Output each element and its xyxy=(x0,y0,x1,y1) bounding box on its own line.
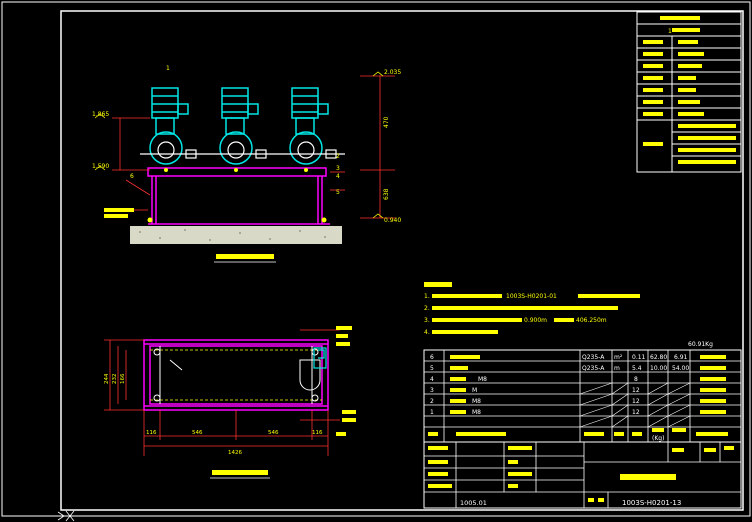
svg-text:12: 12 xyxy=(632,387,640,394)
svg-text:5: 5 xyxy=(430,365,434,372)
bom-row: 4 M8 8 xyxy=(430,376,726,383)
level-bottom: 0.940 xyxy=(384,217,401,224)
svg-text:m²: m² xyxy=(614,354,623,361)
bom-header-unit: (Kg) xyxy=(652,435,664,442)
title-drawing-number: 1003S-H0201-13 xyxy=(622,499,681,507)
svg-text:4.: 4. xyxy=(424,329,430,336)
valve-icon xyxy=(185,149,197,159)
svg-text:54.00: 54.00 xyxy=(672,365,689,372)
bom-row: 6 Q235-A m² 0.11 62.80 6.91 xyxy=(430,354,726,361)
svg-text:2.: 2. xyxy=(424,305,430,312)
spec-table: 1 xyxy=(636,11,742,173)
plan-dim-bottom-right: 116 xyxy=(312,430,323,436)
drawing-border xyxy=(60,10,744,511)
svg-text:62.80: 62.80 xyxy=(650,354,667,361)
plan-dim-bottom-total: 1426 xyxy=(228,450,242,456)
svg-text:M8: M8 xyxy=(472,398,481,405)
spec-table-header-number: 1 xyxy=(668,28,672,35)
svg-text:1.: 1. xyxy=(424,293,430,300)
notes-block: 1. 1003S-H0201-01 2. 3. 0.900m 406.250m … xyxy=(424,282,640,336)
title-block: 1005.01 1003S-H0201-13 xyxy=(423,441,742,509)
svg-text:M8: M8 xyxy=(472,409,481,416)
svg-text:6.91: 6.91 xyxy=(674,354,688,361)
valve-icon xyxy=(255,149,267,159)
plan-dim-left-3: 166 xyxy=(120,373,126,384)
plan-view: 116 546 546 116 1426 244 232 166 xyxy=(104,326,356,479)
ucs-icon xyxy=(40,510,75,522)
front-view-title xyxy=(216,254,274,259)
svg-text:4: 4 xyxy=(336,173,340,180)
svg-text:406.250m: 406.250m xyxy=(576,317,607,324)
bill-of-materials: 60.91Kg xyxy=(423,341,742,443)
plan-dim-bottom-mid-1: 546 xyxy=(192,430,203,436)
plan-dim-bottom-left: 116 xyxy=(146,430,157,436)
pump-motor-icon xyxy=(289,87,329,165)
drawing-title xyxy=(620,474,676,480)
concrete-pad xyxy=(130,226,342,244)
svg-text:1: 1 xyxy=(166,65,170,72)
level-top: 2.035 xyxy=(384,69,401,76)
svg-text:5: 5 xyxy=(336,189,340,196)
left-code: 1005.01 xyxy=(460,499,487,507)
svg-text:1: 1 xyxy=(430,409,434,416)
svg-text:4: 4 xyxy=(430,376,434,383)
plan-dim-left-1: 244 xyxy=(104,373,110,384)
svg-text:Q235-A: Q235-A xyxy=(582,354,605,361)
level-left-2: 1.590 xyxy=(92,163,109,170)
dim-right-1: 470 xyxy=(383,116,390,128)
svg-text:m: m xyxy=(614,365,620,372)
bom-row: 2 M8 12 xyxy=(430,398,726,405)
bom-total-weight: 60.91Kg xyxy=(688,341,713,348)
svg-text:8: 8 xyxy=(634,376,638,383)
svg-text:12: 12 xyxy=(632,409,640,416)
plan-view-title xyxy=(212,470,268,475)
svg-text:5.4: 5.4 xyxy=(632,365,642,372)
plan-dim-bottom-mid-2: 546 xyxy=(268,430,279,436)
bom-row: 5 Q235-A m 5.4 10.00 54.00 xyxy=(430,365,726,372)
svg-text:M: M xyxy=(472,387,477,394)
svg-text:M8: M8 xyxy=(478,376,487,383)
level-left-1: 1.865 xyxy=(92,111,109,118)
plan-dim-left-2: 232 xyxy=(112,374,118,385)
svg-text:2: 2 xyxy=(430,398,434,405)
note-drawing-number: 1003S-H0201-01 xyxy=(506,293,557,300)
svg-text:Q235-A: Q235-A xyxy=(582,365,605,372)
flange-icon xyxy=(227,141,245,159)
svg-text:6: 6 xyxy=(430,354,434,361)
svg-text:0.11: 0.11 xyxy=(632,354,646,361)
svg-text:2: 2 xyxy=(336,153,340,160)
front-elevation: 2.035 1.865 1.590 0.940 470 638 1 2 3 4 5 6 xyxy=(92,65,401,263)
bom-row: 1 M8 12 xyxy=(430,409,726,416)
pump-motor-icon xyxy=(149,87,189,165)
svg-text:6: 6 xyxy=(130,173,134,180)
svg-text:12: 12 xyxy=(632,398,640,405)
flange-icon xyxy=(297,141,315,159)
svg-text:10.00: 10.00 xyxy=(650,365,667,372)
svg-text:3: 3 xyxy=(336,165,340,172)
pump-motor-icon xyxy=(219,87,259,165)
svg-text:0.900m: 0.900m xyxy=(524,317,547,324)
valve-icon xyxy=(325,149,337,159)
dim-right-2: 638 xyxy=(383,188,390,200)
bom-row: 3 M 12 xyxy=(430,387,726,394)
svg-text:3.: 3. xyxy=(424,317,430,324)
flange-icon xyxy=(157,141,175,159)
svg-text:3: 3 xyxy=(430,387,434,394)
